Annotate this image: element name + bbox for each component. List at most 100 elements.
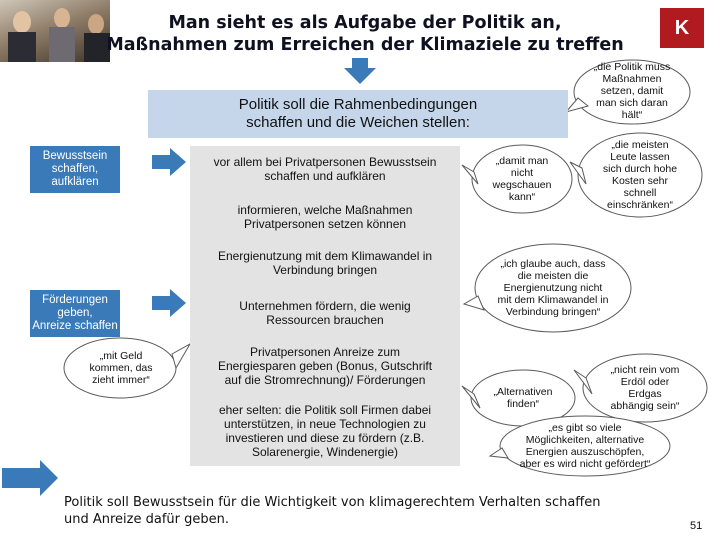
quote-line: Erdgas [628,388,662,400]
quote-line: schnell [623,187,657,199]
logo: K [660,8,704,48]
quote-line: „ich glaube auch, dass [500,258,606,270]
meeting-photo-figures [8,8,110,62]
quote-line: „nicht rein vom [610,364,680,376]
quote-line: mit dem Klimawandel in [497,294,609,306]
measure-line: Privatpersonen Anreize zum [249,345,401,359]
page-title: Man sieht es als Aufgabe der Politik an,… [95,12,635,56]
quote-line: Energienutzung nicht [503,282,603,294]
quote-line: „damit man [495,155,549,167]
quote-line: wegschauen [492,179,552,191]
quote-line: Leute lassen [610,151,670,163]
bubble-klimawandel [462,243,632,333]
summary-text: Politik soll Bewusstsein für die Wichtig… [64,494,664,528]
measure-line: unterstützen, in neue Technologien zu [224,417,426,431]
bubble-wegschauen [461,144,573,214]
quote-moeglichkeiten: „es gibt so viele Möglichkeiten, alterna… [505,422,665,470]
bubble-einschraenken [569,132,703,218]
quote-line: man sich daran [596,97,668,109]
quote-geld: „mit Geld kommen, das zieht immer“ [76,350,166,386]
right-arrow-icon [152,148,186,176]
header-line-1: Politik soll die Rahmenbedingungen [238,96,478,113]
quote-line: Maßnahmen [602,73,662,85]
measure-cell-4 [190,290,460,338]
measure-line: eher selten: die Politik soll Firmen dab… [218,403,432,417]
header-text: Politik soll die Rahmenbedingungen schaf… [148,96,568,132]
quote-line: Möglichkeiten, alternative [525,434,645,446]
meeting-photo [0,0,110,62]
label-bewusstsein: Bewusstsein schaffen, aufklären [30,146,120,193]
quote-erdoel: „nicht rein vom Erdöl oder Erdgas abhäng… [592,364,698,412]
quote-line: die meisten die [517,270,589,282]
title-line-2: Maßnahmen zum Erreichen der Klimaziele z… [106,35,624,55]
label-line: aufklären [51,176,99,188]
right-arrow-icon [152,289,186,317]
measure-line: Solarenergie, Windenergie) [251,445,399,459]
quote-line: „Alternativen [493,386,553,398]
measure-line: Energiesparen geben (Bonus, Gutschrift [217,359,433,373]
quote-line: sich durch hohe [602,163,678,175]
label-line: schaffen, [51,163,99,175]
quote-line: finden“ [506,398,540,410]
quote-alternativen: „Alternativen finden“ [478,386,568,410]
measure-line: vor allem bei Privatpersonen Bewusstsein [213,155,437,169]
page-number: 51 [690,520,703,532]
bubble-erdoel [573,353,708,423]
quote-line: zieht immer“ [92,374,150,386]
measure-text-1: vor allem bei Privatpersonen Bewusstsein… [190,155,460,183]
measure-cell-6 [190,396,460,466]
bullet-arrow-icon [2,460,58,496]
measure-line: schaffen und aufklären [264,169,386,183]
quote-line: setzen, damit [600,85,664,97]
quote-line: „mit Geld [99,350,143,362]
measure-line: Privatpersonen setzen können [243,217,407,231]
measure-text-6: eher selten: die Politik soll Firmen dab… [190,403,460,459]
bubble-moeglichkeiten [488,415,671,477]
measure-text-3: Energienutzung mit dem Klimawandel in Ve… [190,249,460,277]
measure-cell-5 [190,338,460,396]
bubble-geld [63,337,192,399]
measure-text-2: informieren, welche Maßnahmen Privatpers… [190,203,460,231]
quote-line: „die meisten [611,139,669,151]
quote-line: „die Politik muss [593,61,671,73]
header-box [148,90,568,138]
quote-klimawandel: „ich glaube auch, dass die meisten die E… [478,258,628,318]
quote-line: Kosten sehr [611,175,669,187]
quote-einschraenken: „die meisten Leute lassen sich durch hoh… [586,139,694,211]
measure-line: informieren, welche Maßnahmen [237,203,413,217]
measure-line: auf die Stromrechnung)/ Förderungen [224,373,426,387]
measure-cell-3 [190,242,460,290]
quote-line: aber es wird nicht gefördert“ [519,458,651,470]
bubble-top-right [564,59,691,125]
measure-cell-1 [190,146,460,196]
label-line: Bewusstsein [42,150,108,162]
down-arrow-icon [344,58,376,84]
measure-cell-2 [190,196,460,242]
quote-line: Energien auszuschöpfen, [525,446,645,458]
measure-text-5: Privatpersonen Anreize zum Energiesparen… [190,345,460,387]
title-line-1: Man sieht es als Aufgabe der Politik an, [168,13,562,33]
quote-line: kommen, das [89,362,153,374]
measure-line: Unternehmen fördern, die wenig [239,299,411,313]
summary-line-2: und Anreize dafür geben. [64,512,230,527]
quote-line: hält“ [621,109,643,121]
quote-line: Verbindung bringen“ [505,306,601,318]
bubble-alternativen [461,369,576,427]
label-line: Förderungen [42,294,108,306]
quote-line: „es gibt so viele [548,422,622,434]
quote-line: nicht [510,167,534,179]
quote-line: einschränken“ [607,199,673,211]
measure-line: Ressourcen brauchen [266,313,384,327]
measure-line: Energienutzung mit dem Klimawandel in [217,249,433,263]
quote-top-right: „die Politik muss Maßnahmen setzen, dami… [580,61,684,121]
measure-line: Verbindung bringen [272,263,378,277]
label-line: geben, [57,307,93,319]
quote-wegschauen: „damit man nicht wegschauen kann“ [476,155,568,203]
quote-line: kann“ [508,191,536,203]
label-foerderungen: Förderungen geben, Anreize schaffen [30,290,120,337]
measure-line: investieren und diese zu fördern (z.B. [225,431,425,445]
header-line-2: schaffen und die Weichen stellen: [246,114,470,131]
quote-line: abhängig sein“ [610,400,680,412]
summary-line-1: Politik soll Bewusstsein für die Wichtig… [64,495,601,510]
